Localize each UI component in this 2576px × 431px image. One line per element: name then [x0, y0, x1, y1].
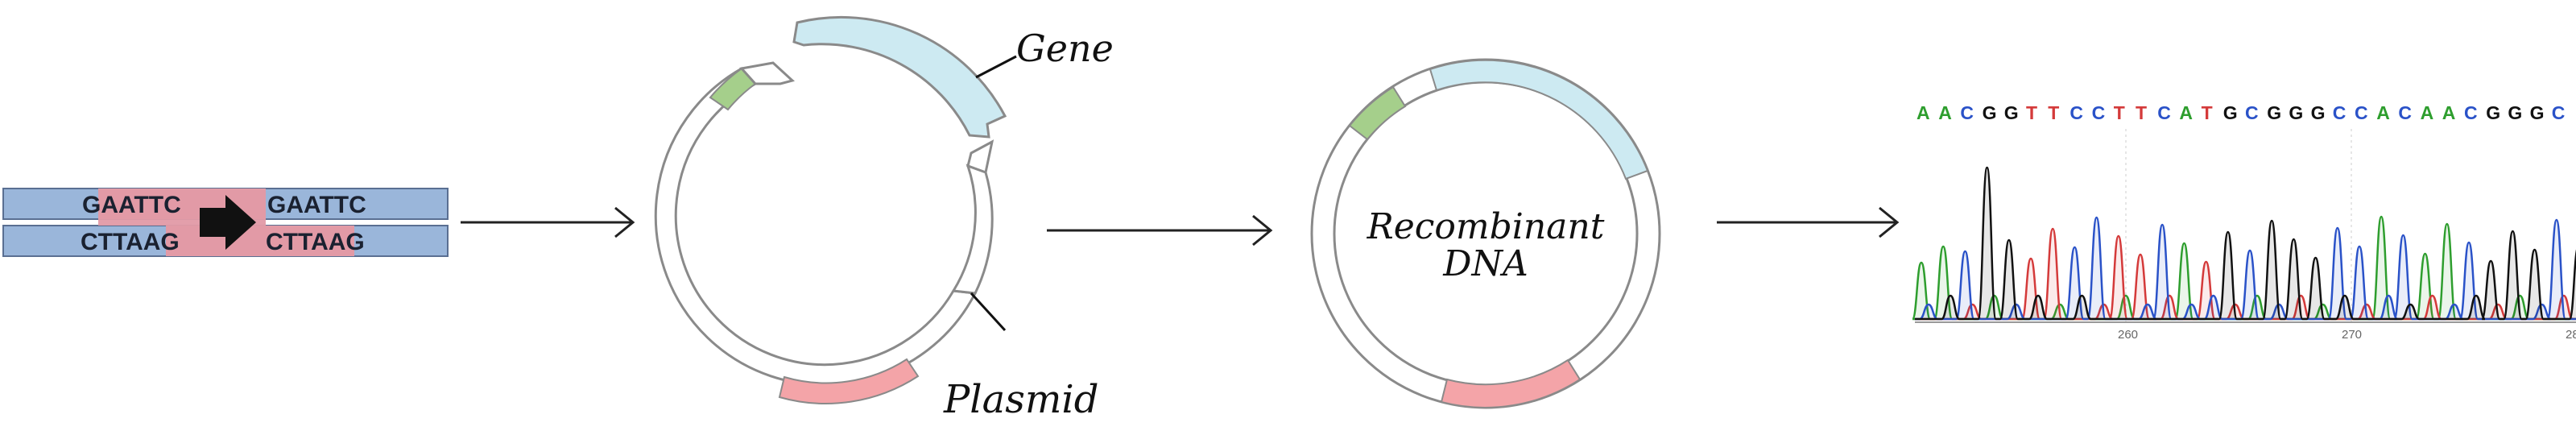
base-call: A: [2442, 102, 2456, 123]
gene-fragment: [792, 15, 1007, 139]
plasmid-ring-open: [654, 67, 978, 387]
open-plasmid: Gene Plasmid: [654, 15, 1114, 422]
base-call: A: [1938, 102, 1952, 123]
gene-label: Gene: [1016, 27, 1114, 70]
gene-pointer: [975, 55, 1017, 79]
base-call: A: [1916, 102, 1930, 123]
base-call: C: [2333, 102, 2347, 123]
process-arrow-2: [1047, 214, 1273, 247]
base-call: G: [1983, 102, 1997, 123]
plasmid-label: Plasmid: [943, 377, 1099, 422]
recombinant-red-segment: [1440, 358, 1582, 408]
dna-segment: GAATTC GAATTC CTTAAG CTTAAG: [2, 188, 449, 257]
recombinant-label-line-2: DNA: [1442, 243, 1528, 284]
base-call: A: [2376, 102, 2390, 123]
tick-label: 260: [2118, 328, 2138, 342]
recombinant-plasmid: Recombinant DNA: [1310, 58, 1661, 409]
base-call: T: [2114, 102, 2125, 123]
base-call: A: [2179, 102, 2193, 123]
tick-label: 28: [2566, 328, 2576, 342]
plasmid-pointer: [970, 292, 1007, 332]
base-call: C: [2157, 102, 2171, 123]
base-call: G: [2530, 102, 2545, 123]
base-call: G: [2508, 102, 2522, 123]
base-call: C: [2245, 102, 2259, 123]
plasmid-right-arc: [951, 164, 994, 295]
recombinant-green-segment: [1348, 85, 1407, 141]
base-call: C: [1960, 102, 1974, 123]
base-call: C: [2069, 102, 2083, 123]
base-call: C: [2552, 102, 2566, 123]
red-segment: [778, 358, 920, 404]
base-call: G: [2004, 102, 2019, 123]
base-call: T: [2202, 102, 2213, 123]
trace-G: [1915, 166, 2576, 321]
base-call: G: [2311, 102, 2326, 123]
base-call: T: [2048, 102, 2059, 123]
process-arrow-1: [461, 206, 635, 238]
base-call: C: [2092, 102, 2106, 123]
base-call: T: [2026, 102, 2037, 123]
process-arrow-3: [1717, 206, 1900, 238]
top-site-left: GAATTC: [82, 192, 181, 218]
insert-region-bottom-right: [266, 226, 354, 256]
base-call: G: [2486, 102, 2500, 123]
tick-label: 270: [2342, 328, 2362, 342]
base-call: C: [2398, 102, 2412, 123]
base-call: G: [2267, 102, 2281, 123]
bottom-site-left: CTTAAG: [81, 229, 180, 255]
base-call: C: [2464, 102, 2478, 123]
trace-T: [1915, 227, 2576, 321]
base-call: G: [2223, 102, 2238, 123]
plasmid-nick-top: [739, 61, 796, 85]
base-call: T: [2136, 102, 2147, 123]
base-call: A: [2421, 102, 2434, 123]
tick-labels: 260 270 28: [2118, 328, 2576, 342]
direction-arrow-icon: [200, 195, 256, 250]
recombinant-label-line-1: Recombinant: [1367, 206, 1605, 247]
base-call: G: [2289, 102, 2303, 123]
trace-area: [1911, 129, 2576, 322]
recombinant-gene-segment: [1429, 59, 1649, 180]
bottom-site-right: CTTAAG: [266, 229, 365, 255]
base-call: C: [2355, 102, 2368, 123]
top-site-right: GAATTC: [267, 192, 366, 218]
